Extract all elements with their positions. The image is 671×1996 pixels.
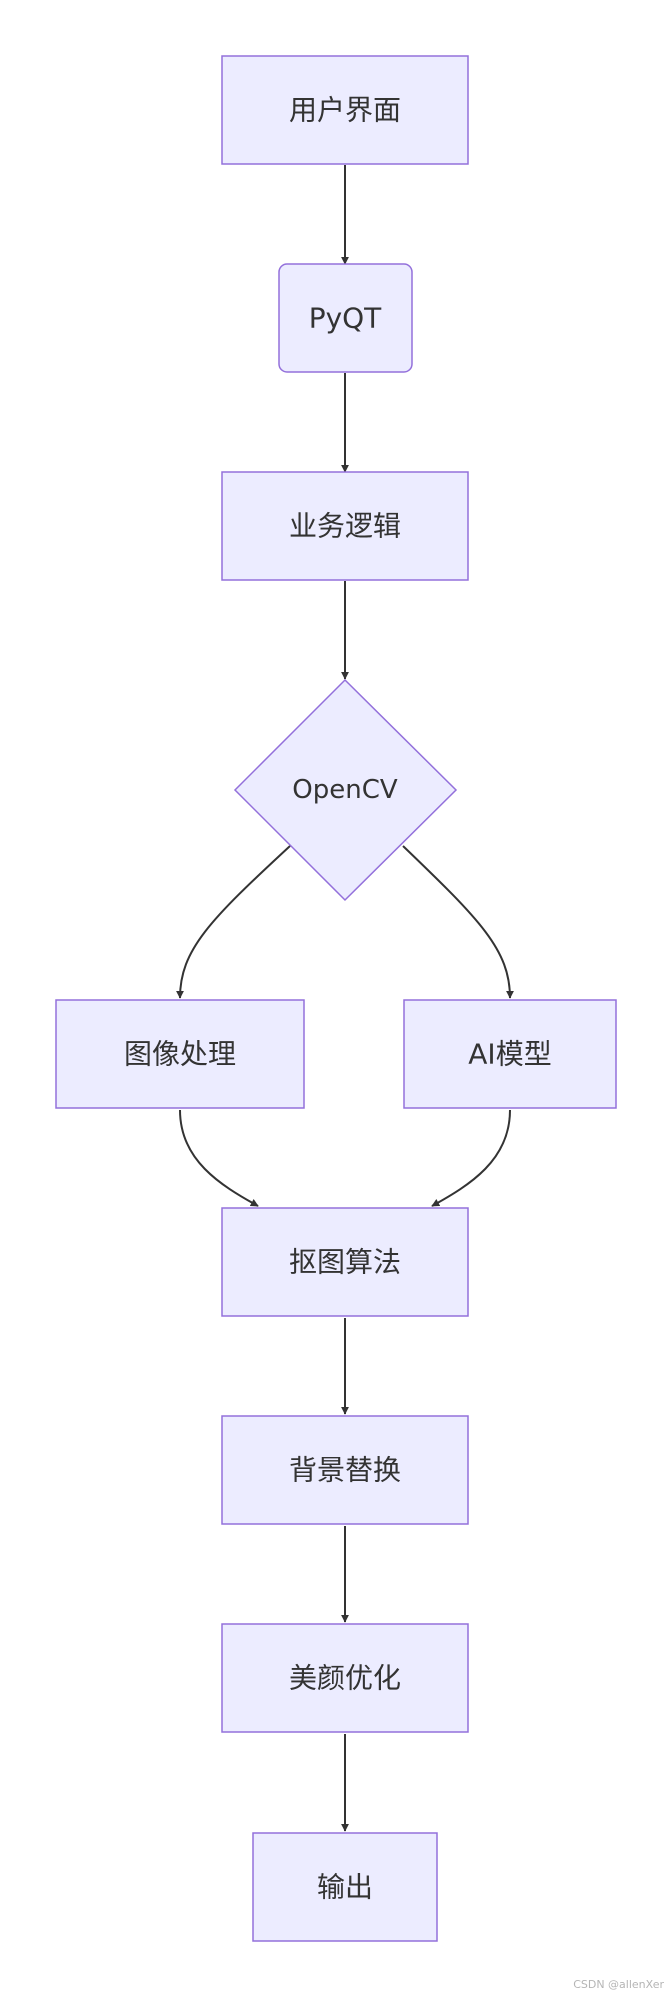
node-matting[interactable]: 抠图算法 [221, 1207, 469, 1317]
edge-image-processing-matting [179, 1109, 259, 1207]
node-ai-model-label: AI模型 [468, 1038, 551, 1071]
node-pyqt[interactable]: PyQT [278, 263, 413, 373]
edge-opencv-ai-model [402, 845, 514, 999]
edge-ai-model-matting [431, 1109, 511, 1207]
edges [176, 165, 514, 1832]
edge-opencv-image-processing [176, 845, 291, 999]
watermark: CSDN @allenXer [573, 1978, 664, 1991]
node-opencv-label: OpenCV [292, 775, 398, 805]
node-image-processing-label: 图像处理 [124, 1038, 236, 1071]
node-background-label: 背景替换 [289, 1454, 401, 1487]
node-ui-label: 用户界面 [289, 94, 401, 127]
node-pyqt-label: PyQT [309, 302, 382, 335]
node-image-processing[interactable]: 图像处理 [55, 999, 305, 1109]
node-output-label: 输出 [317, 1871, 373, 1904]
node-ai-model[interactable]: AI模型 [403, 999, 617, 1109]
node-business-label: 业务逻辑 [289, 510, 401, 543]
node-business[interactable]: 业务逻辑 [221, 471, 469, 581]
node-output[interactable]: 输出 [252, 1832, 438, 1942]
node-ui[interactable]: 用户界面 [221, 55, 469, 165]
node-beauty-label: 美颜优化 [289, 1662, 401, 1695]
node-background[interactable]: 背景替换 [221, 1415, 469, 1525]
node-beauty[interactable]: 美颜优化 [221, 1623, 469, 1733]
node-matting-label: 抠图算法 [289, 1246, 401, 1279]
node-opencv[interactable]: OpenCV [233, 678, 458, 902]
